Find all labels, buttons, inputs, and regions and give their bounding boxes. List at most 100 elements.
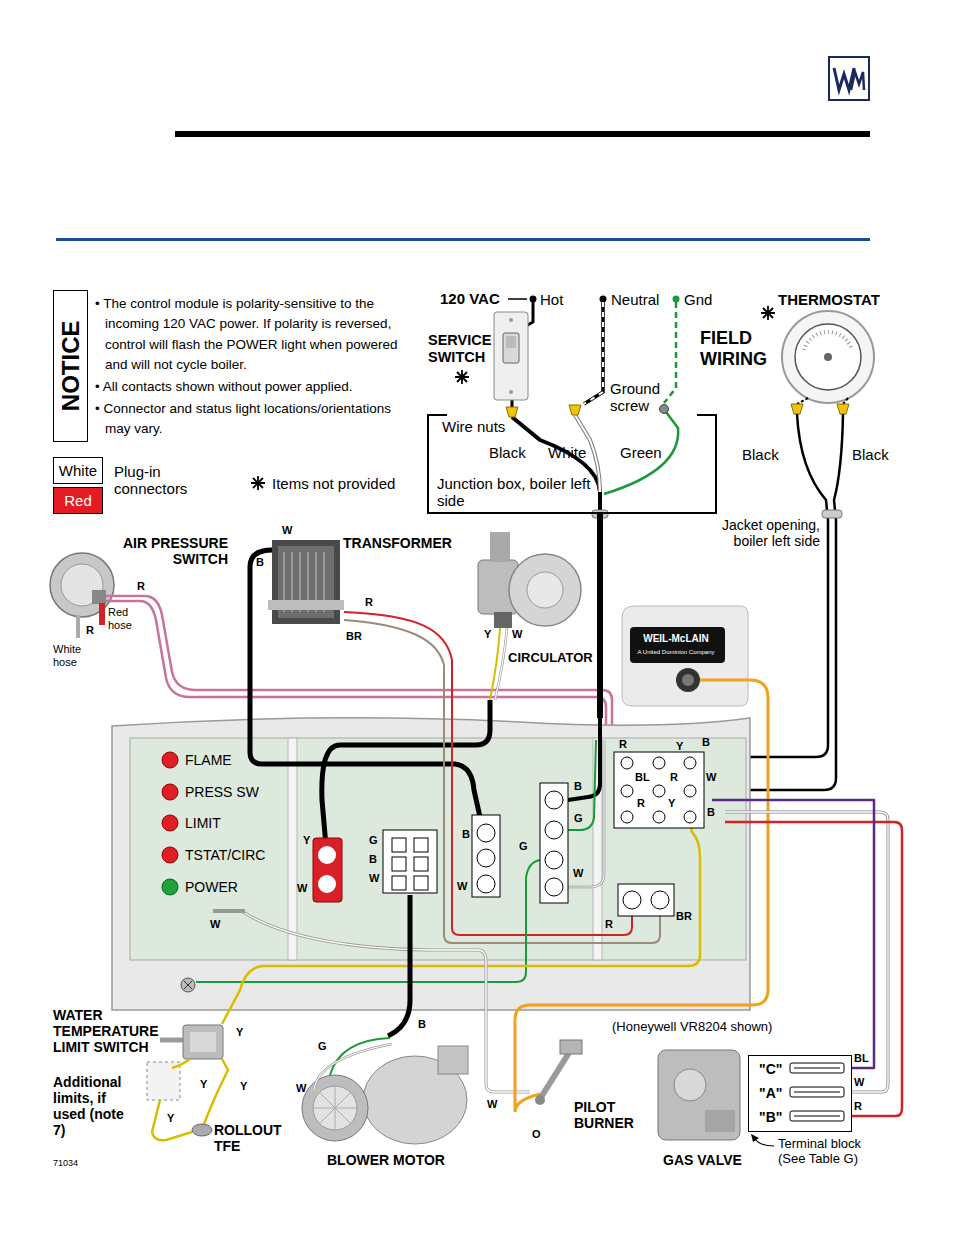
notice-text: • The control module is polarity-sensiti… [95,294,417,375]
plug-connectors [414,876,428,890]
panel-wires [322,700,490,846]
air-pressure-switch [76,615,80,638]
thermostat [706,311,874,790]
wire-color-label: Black [852,446,889,463]
part-label: GAS VALVE [663,1152,742,1168]
plug-connectors [618,884,674,916]
text-box: "A" [759,1085,782,1101]
terminal-fuses [748,1055,852,1146]
plug-connectors [653,757,665,769]
blower-motor [330,1038,390,1075]
wire-code: G [519,840,528,853]
star-symbol [761,306,775,320]
wire-code: G [369,834,378,847]
field-wiring [584,302,603,404]
circulator [509,554,581,626]
blower-motor [438,1046,468,1074]
panel-wires [250,550,482,826]
plug-connectors [184,981,192,989]
part-label: CIRCULATOR [508,651,593,666]
plug-connectors [684,757,696,769]
wire-code: B [702,736,710,749]
wire-code: R [619,738,627,751]
legend-swatch: Red [53,487,103,514]
plug-connectors [651,891,669,909]
plug-connectors [477,824,495,842]
limit-switches [152,1100,192,1140]
plug-connectors [540,783,568,903]
panel-wires [495,628,507,700]
wire-code: G [318,1040,327,1053]
legend-text: Red [64,492,92,509]
wire-code: BR [676,910,692,923]
wire-code: Y [676,740,683,753]
field-wiring [673,296,680,303]
wire-code: R [137,580,145,593]
wire-code: B [574,780,582,793]
notice-box: NOTICE• The control module is polarity-s… [53,290,420,442]
part-label: THERMOSTAT [778,291,880,308]
brand-logo [851,72,864,90]
circulator [490,532,510,562]
text-box: "B" [759,1109,782,1125]
pilot-burner [560,1040,582,1054]
circulator [478,532,581,628]
plug-connectors [653,785,665,797]
text-box: "C" [759,1061,782,1077]
legend-swatch: White [53,457,103,484]
wire-code: W [296,1082,306,1095]
terminal-name: "C" [759,1061,782,1077]
wire-color-label: Green [620,444,662,461]
plug-connectors [477,849,495,867]
limit-switches [190,1032,216,1052]
field-wiring [508,298,527,300]
text-box: POWER [185,879,238,895]
plug-connectors [383,830,437,893]
plug-connectors [621,785,633,797]
text-box: LIMIT [185,815,221,831]
air-pressure-switch [50,553,114,638]
status-light-label: TSTAT/CIRC [185,847,265,863]
note-text: Terminal block (See Table G) [778,1137,878,1167]
thermostat [797,398,848,404]
wire-code: B [418,1018,426,1031]
wire-code: W [457,880,467,893]
text-box: A United Dominion Company [630,649,722,656]
wire-code: B [256,556,264,569]
transformer [272,540,340,624]
plug-connectors [472,815,500,897]
plug-connectors [392,876,406,890]
status-light-label: POWER [185,879,238,895]
status-light-label: LIMIT [185,815,221,831]
field-wiring [584,302,603,404]
text-box: • All contacts shown without power appli… [95,377,417,397]
wire-code: BR [346,630,362,643]
hose-label: Red hose [108,606,140,631]
thermostat [804,332,852,350]
limit-switches [172,1059,190,1068]
plug-connectors [684,811,696,823]
wire-code: W [369,872,379,885]
wire-code: O [532,1128,541,1141]
wire-code: R [365,596,373,609]
blower-motor [302,1075,368,1141]
air-pressure-switch [99,603,105,625]
notice-frame: NOTICE [53,290,88,442]
text-box: TSTAT/CIRC [185,847,265,863]
terminal-fuses [751,1134,759,1142]
plug-connectors [318,875,336,893]
wire-code: R [86,624,94,637]
wire-code: W [512,628,522,641]
panel-wires [495,628,507,700]
blower-motor [313,1086,357,1130]
ignition-panel [622,606,748,706]
part-label: Ground screw [610,380,670,415]
service-switch [506,336,516,348]
wire-code: G [574,812,583,825]
status-lights [162,752,178,895]
panel-wires [344,620,660,943]
wire-code: B [369,853,377,866]
plug-connectors [621,811,633,823]
ignition-panel [682,674,694,686]
terminal-fuses [748,1055,852,1132]
